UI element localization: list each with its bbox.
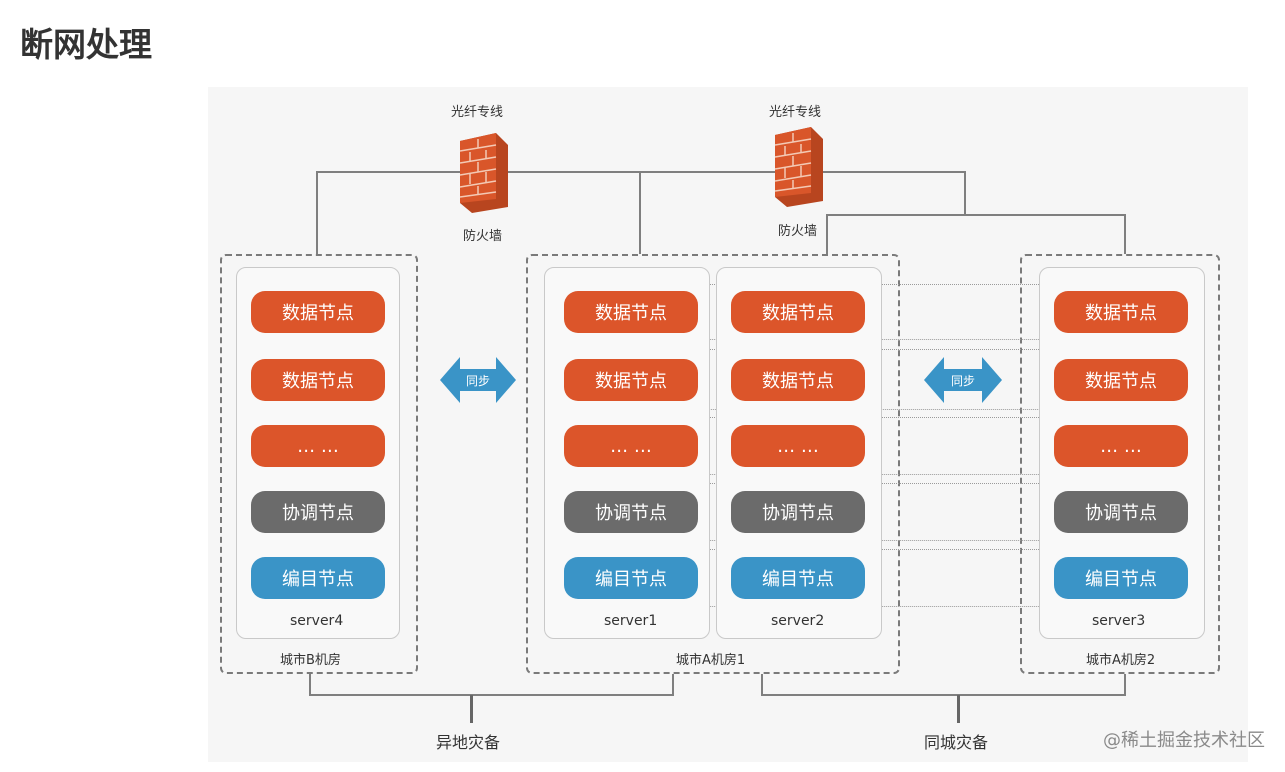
data-node: 数据节点: [251, 291, 385, 333]
network-line: [826, 214, 1126, 216]
backup-line: [470, 695, 473, 723]
data-node-more: … …: [251, 425, 385, 467]
region-city-b: [220, 254, 418, 674]
backup-line: [309, 694, 674, 696]
catalog-node: 编目节点: [731, 557, 865, 599]
backup-label-remote: 异地灾备: [436, 733, 501, 752]
watermark: @稀土掘金技术社区: [1103, 730, 1265, 751]
double-arrow-icon: [440, 357, 516, 403]
double-arrow-icon: [924, 357, 1002, 403]
region-label: 城市B机房: [280, 653, 341, 668]
backup-line: [1124, 674, 1126, 696]
data-node: 数据节点: [251, 359, 385, 401]
coordinator-node: 协调节点: [564, 491, 698, 533]
sync-label: 同步: [465, 374, 490, 388]
architecture-diagram: 光纤专线 防火墙 光纤专线 防火墙: [208, 87, 1248, 762]
server-label: server2: [771, 613, 825, 629]
data-node-more: … …: [564, 425, 698, 467]
data-node: 数据节点: [1054, 291, 1188, 333]
data-node: 数据节点: [1054, 359, 1188, 401]
region-city-a1: [526, 254, 900, 674]
fiber-line-label: 光纤专线: [769, 105, 822, 120]
backup-line: [672, 674, 674, 696]
firewall-label: 防火墙: [463, 229, 503, 244]
server-label: server3: [1092, 613, 1146, 629]
network-line: [826, 214, 828, 254]
server-label: server4: [290, 613, 344, 629]
coordinator-node: 协调节点: [731, 491, 865, 533]
data-node: 数据节点: [731, 359, 865, 401]
firewall-icon: [774, 127, 823, 207]
backup-line: [309, 674, 311, 696]
region-label: 城市A机房2: [1086, 653, 1156, 668]
server-label: server1: [604, 613, 658, 629]
network-line: [316, 171, 318, 254]
backup-label-same-city: 同城灾备: [924, 733, 989, 752]
sync-arrow: 同步: [924, 357, 1002, 403]
firewall-label: 防火墙: [778, 224, 818, 239]
page-title: 断网处理: [20, 25, 152, 64]
catalog-node: 编目节点: [251, 557, 385, 599]
firewall-icon: [459, 133, 508, 213]
region-label: 城市A机房1: [676, 653, 746, 668]
data-node: 数据节点: [731, 291, 865, 333]
sync-label: 同步: [950, 374, 975, 388]
data-node: 数据节点: [564, 359, 698, 401]
catalog-node: 编目节点: [1054, 557, 1188, 599]
data-node: 数据节点: [564, 291, 698, 333]
region-city-a2: [1020, 254, 1220, 674]
data-node-more: … …: [1054, 425, 1188, 467]
fiber-line-label: 光纤专线: [451, 105, 504, 120]
backup-line: [761, 694, 1126, 696]
network-line: [639, 171, 641, 254]
network-line: [1124, 214, 1126, 254]
data-node-more: … …: [731, 425, 865, 467]
network-line: [964, 171, 966, 215]
sync-arrow: 同步: [440, 357, 516, 403]
backup-line: [957, 695, 960, 723]
coordinator-node: 协调节点: [1054, 491, 1188, 533]
backup-line: [761, 674, 763, 696]
catalog-node: 编目节点: [564, 557, 698, 599]
coordinator-node: 协调节点: [251, 491, 385, 533]
